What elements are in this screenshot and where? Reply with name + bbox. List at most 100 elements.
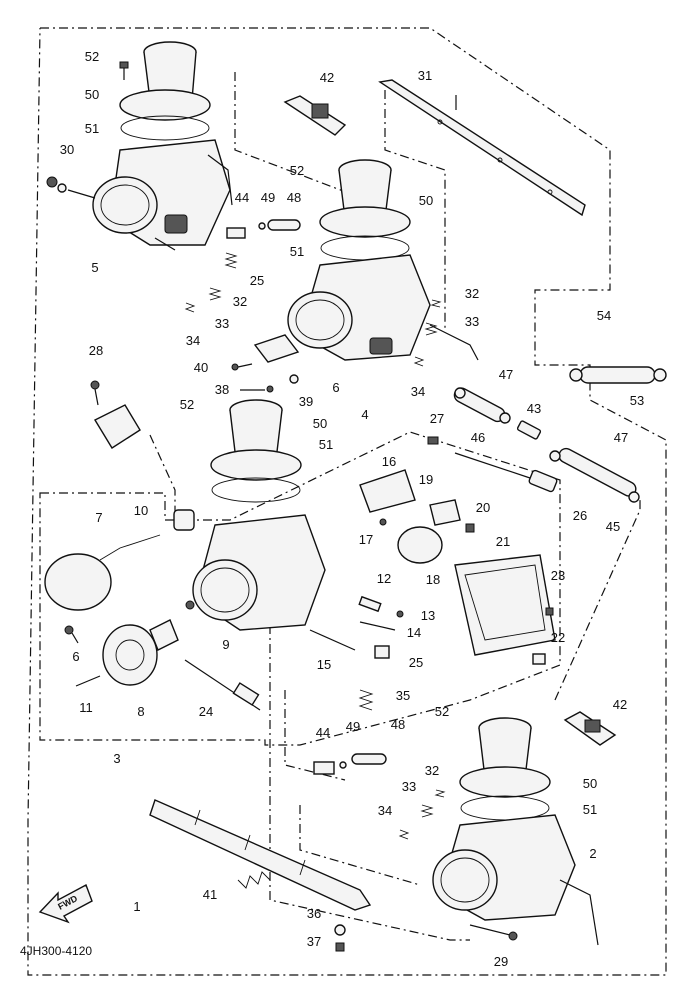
carburetor-3-boundary [39,431,561,746]
fuel-joint-42a [283,95,347,136]
callout-c33a: 33 [215,316,229,331]
diagram-code: 4JH300-4120 [20,944,92,958]
carburetor-3 [185,399,326,631]
callout-c42a: 42 [320,70,334,85]
callout-c15: 15 [317,657,331,672]
callout-c49b: 49 [346,719,360,734]
callout-c4: 4 [361,407,368,422]
callout-c18: 18 [426,572,440,587]
callout-c7: 7 [95,510,102,525]
callout-c10: 10 [134,503,148,518]
callout-c34a: 34 [186,333,200,348]
callout-c25a: 25 [250,273,264,288]
springs-top-center [413,299,442,367]
callout-c44b: 44 [316,725,330,740]
callout-c11: 11 [79,700,93,715]
diaphragm-8 [102,619,179,686]
callout-c5: 5 [91,260,98,275]
screw-30 [46,176,96,199]
callout-c40: 40 [194,360,208,375]
callout-layer: 52 50 51 30 5 42 31 52 44 49 48 50 51 25 3 23 33 4 32 33 40 6… [60,49,644,969]
bracket-28 [90,380,141,449]
bottom-bracket [149,799,372,911]
fuel-fittings-bottom [313,753,387,775]
callout-c51c: 51 [319,437,333,452]
callout-c31: 31 [418,68,432,83]
callout-c6b: 6 [72,649,79,664]
carburetor-4 [287,159,479,361]
forward-arrow-icon: FWD [38,884,93,924]
callout-c33b: 33 [465,314,479,329]
jets-and-plugs [309,595,404,659]
callout-c52c: 52 [180,397,194,412]
spring-41 [237,871,271,889]
routing-line-5 [284,690,346,781]
callout-c22: 22 [551,630,565,645]
callout-c51b: 51 [290,244,304,259]
outer-assembly-boundary [27,27,667,976]
callout-c28: 28 [89,343,103,358]
callout-c51a: 51 [85,121,99,136]
callout-c24: 24 [199,704,213,719]
screws-6-11 [64,625,101,687]
screw-29 [469,924,518,941]
callout-c53: 53 [630,393,644,408]
callout-c34c: 34 [378,803,392,818]
routing-line-7 [299,805,421,886]
callout-c52b: 52 [290,163,304,178]
routing-line-1 [234,72,381,206]
routing-line-2 [384,90,446,330]
callout-c30: 30 [60,142,74,157]
float-chamber-parts [359,469,556,656]
bracket-31 [378,79,586,217]
callout-c44a: 44 [235,190,249,205]
callout-c39: 39 [299,394,313,409]
callout-c43: 43 [527,401,541,416]
callout-c50d: 50 [583,776,597,791]
callout-c50a: 50 [85,87,99,102]
carburetor-5 [92,41,233,251]
callout-c33c: 33 [402,779,416,794]
nut-27 [427,436,439,445]
callout-c54: 54 [597,308,611,323]
washer-36-bolt-37 [334,924,346,952]
callout-c47b: 47 [614,430,628,445]
spring-35 [358,689,374,711]
callout-c3: 3 [113,751,120,766]
screw-52a [119,61,129,80]
callout-c37: 37 [307,934,321,949]
callout-c48b: 48 [391,717,405,732]
hoses-46-47 [453,387,542,440]
hose-45 [549,447,640,503]
callout-c50b: 50 [419,193,433,208]
callout-c50c: 50 [313,416,327,431]
callout-c52a: 52 [85,49,99,64]
callout-c16: 16 [382,454,396,469]
callout-c42b: 42 [613,697,627,712]
callout-c52d: 52 [435,704,449,719]
callout-c41: 41 [203,887,217,902]
throttle-screw-26 [454,452,558,493]
fuel-joint-42b [563,711,617,746]
callout-c47a: 47 [499,367,513,382]
routing-line-3 [149,434,176,525]
callout-c20: 20 [476,500,490,515]
callout-c17: 17 [359,532,373,547]
screws-22-23 [532,607,554,665]
linkage-parts [231,334,300,393]
callout-c45: 45 [606,519,620,534]
callout-c29: 29 [494,954,508,969]
callout-c19: 19 [419,472,433,487]
callout-c25b: 25 [409,655,423,670]
callout-c32a: 32 [233,294,247,309]
callout-c8: 8 [137,704,144,719]
callout-c14: 14 [407,625,421,640]
callout-c38: 38 [215,382,229,397]
routing-line-6 [554,500,641,701]
carburetor-2 [432,717,599,946]
callout-c23: 23 [551,568,565,583]
callout-c27: 27 [430,411,444,426]
callout-c13: 13 [421,608,435,623]
